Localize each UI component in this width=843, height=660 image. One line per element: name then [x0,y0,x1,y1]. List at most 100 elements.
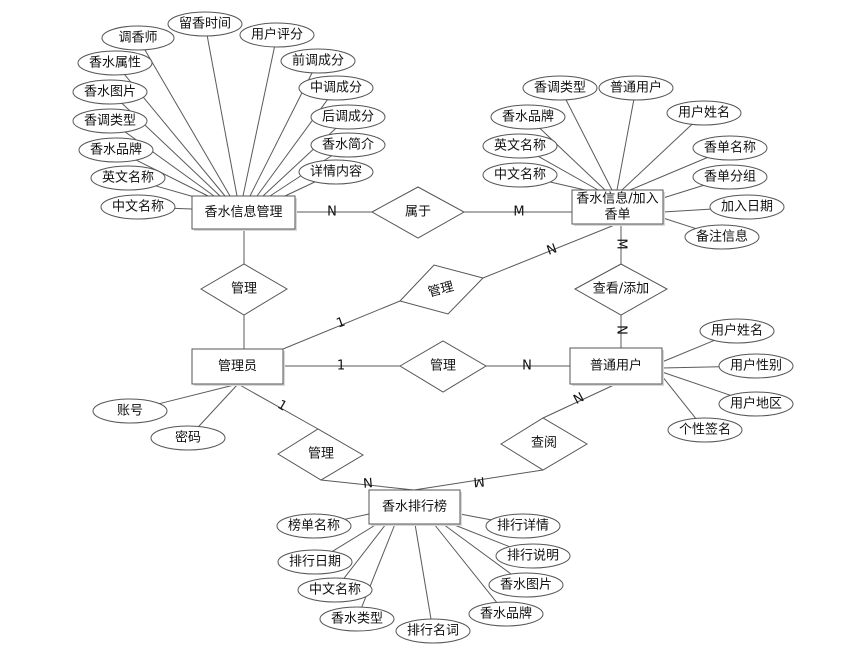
attribute-perfume-ranking[interactable]: 中文名称 [297,577,373,603]
attribute-perfume-info-mgmt[interactable]: 留香时间 [167,11,243,37]
attribute-label: 香水图片 [500,578,552,593]
relationship-label: 管理 [430,359,456,374]
attribute-perfume-ranking[interactable]: 榜单名称 [276,513,352,539]
attribute-perfume-ranking[interactable]: 排行日期 [277,549,353,575]
attribute-perfume-info-mgmt[interactable]: 香水图片 [72,79,148,105]
attribute-perfume-playlist[interactable]: 香单分组 [692,164,768,190]
attribute-label: 香水简介 [322,137,374,153]
attribute-perfume-playlist[interactable]: 用户姓名 [666,100,742,126]
attribute-perfume-info-mgmt[interactable]: 中调成分 [298,75,374,101]
attribute-perfume-info-mgmt[interactable]: 香水简介 [310,132,386,158]
attribute-perfume-playlist[interactable]: 中文名称 [482,162,558,188]
attribute-perfume-info-mgmt[interactable]: 中文名称 [100,194,176,220]
relationship-manage-playlist[interactable]: 管理 [399,264,484,315]
attribute-label: 中文名称 [494,167,546,183]
attribute-perfume-info-mgmt[interactable]: 后调成分 [310,104,386,130]
entity-regular-user[interactable]: 普通用户 [569,347,664,386]
attribute-label: 排行日期 [289,555,341,570]
relationship-browse[interactable]: 查阅 [500,417,588,471]
attribute-connector [662,208,711,213]
attribute-perfume-info-mgmt[interactable]: 调香师 [101,25,175,51]
attribute-perfume-playlist[interactable]: 备注信息 [684,224,760,250]
attribute-connector [459,513,492,521]
attribute-connector [332,523,378,552]
attribute-label: 前调成分 [292,53,344,69]
entity-perfume-ranking[interactable]: 香水排行榜 [368,489,462,526]
relationship-label: 查看/添加 [593,281,649,297]
attribute-label: 英文名称 [494,138,546,154]
relationship-belongs-to[interactable]: 属于 [370,186,466,239]
attribute-connector [550,181,586,191]
attribute-perfume-info-mgmt[interactable]: 详情内容 [298,159,374,185]
attribute-perfume-ranking[interactable]: 排行说明 [495,543,571,569]
relationship-label: 属于 [405,205,431,220]
attribute-connector [539,127,606,191]
attribute-regular-user[interactable]: 用户地区 [718,391,794,417]
attribute-admin[interactable]: 账号 [92,398,168,424]
relationship-manage-user[interactable]: 管理 [399,340,487,393]
attribute-label: 个性签名 [679,422,731,438]
attribute-perfume-playlist[interactable]: 普通用户 [598,75,674,101]
attribute-perfume-playlist[interactable]: 加入日期 [709,194,785,220]
attribute-label: 中调成分 [310,81,362,96]
attribute-connector [621,123,693,191]
cardinality-user-browse: N [571,390,587,408]
attribute-label: 用户评分 [251,27,303,43]
attribute-connector [661,366,720,369]
attribute-admin[interactable]: 密码 [150,425,226,451]
attribute-label: 中文名称 [112,199,164,215]
attribute-perfume-info-mgmt[interactable]: 香水属性 [77,50,153,76]
attribute-label: 用户姓名 [678,105,730,121]
attribute-perfume-info-mgmt[interactable]: 香水品牌 [78,137,154,163]
attribute-perfume-info-mgmt[interactable]: 香调类型 [72,108,148,134]
attribute-perfume-info-mgmt[interactable]: 英文名称 [90,165,166,191]
attribute-label: 加入日期 [721,200,773,215]
cardinality-ranking-admin: N [362,476,373,492]
attribute-perfume-ranking[interactable]: 排行详情 [485,513,561,539]
attribute-connector [344,513,370,520]
attribute-connector [135,159,209,197]
cardinality-user-admin: N [522,359,532,374]
entity-perfume-info-mgmt[interactable]: 香水信息管理 [191,195,297,231]
attribute-perfume-info-mgmt[interactable]: 用户评分 [239,22,315,48]
attribute-label: 密码 [175,430,201,446]
attribute-connector [284,181,316,197]
attribute-regular-user[interactable]: 个性签名 [667,417,743,443]
relationship-connector [482,223,618,279]
attribute-regular-user[interactable]: 用户姓名 [699,318,775,344]
attribute-perfume-ranking[interactable]: 香水类型 [319,606,395,632]
attribute-connector [206,35,238,197]
attribute-connector [451,523,510,548]
attribute-label: 排行详情 [497,519,549,534]
attribute-perfume-playlist[interactable]: 香调类型 [522,75,598,101]
attribute-perfume-info-mgmt[interactable]: 前调成分 [280,48,356,74]
attribute-label: 用户性别 [730,358,782,374]
attribute-perfume-playlist[interactable]: 香单名称 [692,135,768,161]
relationship-label: 管理 [231,282,257,297]
attribute-label: 留香时间 [179,17,231,32]
relationship-manage-ranking[interactable]: 管理 [277,428,364,481]
attribute-perfume-ranking[interactable]: 香水品牌 [468,601,544,627]
attribute-connector [661,375,697,419]
relationship-label: 管理 [426,279,455,300]
relationship-connector [237,383,319,430]
relationship-manage-info[interactable]: 管理 [200,263,288,316]
shapes-layer: 调香师留香时间用户评分香水属性前调成分香水图片中调成分香调类型后调成分香水品牌香… [72,11,794,644]
attribute-perfume-ranking[interactable]: 排行名词 [395,618,471,644]
attribute-perfume-playlist[interactable]: 英文名称 [482,133,558,159]
attribute-perfume-playlist[interactable]: 香水品牌 [490,104,566,130]
attribute-connector [249,72,313,197]
attribute-label: 榜单名称 [288,518,340,534]
entity-label: 管理员 [218,359,257,374]
attribute-connector [414,523,432,620]
edges-layer [121,35,731,620]
attribute-label: 账号 [117,404,143,419]
attribute-perfume-ranking[interactable]: 香水图片 [488,572,564,598]
relationship-view-add[interactable]: 查看/添加 [573,263,669,316]
entity-admin[interactable]: 管理员 [191,348,285,386]
attribute-label: 备注信息 [696,229,748,245]
attribute-label: 普通用户 [610,80,662,96]
attribute-connector [159,383,239,405]
attribute-regular-user[interactable]: 用户性别 [718,353,794,379]
